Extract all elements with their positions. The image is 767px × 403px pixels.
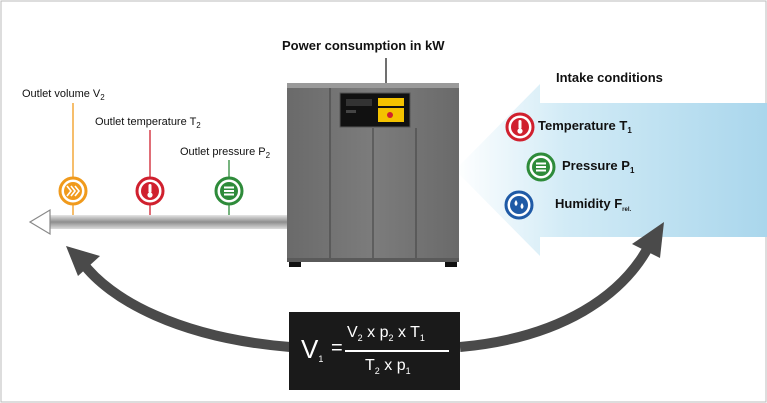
formula-box: V1 = V2 x p2 x T1 T2 x p1: [289, 312, 460, 390]
outlet-temperature-label: Outlet temperature T2: [95, 116, 201, 130]
formula-numerator: V2 x p2 x T1: [347, 324, 425, 343]
display-screen: [378, 98, 404, 106]
flow-icon: [60, 178, 86, 204]
thermometer-icon: [137, 178, 163, 204]
fraction-bar: [345, 350, 449, 352]
intake-conditions-heading: Intake conditions: [556, 70, 663, 85]
formula-lhs: V1: [301, 334, 323, 365]
intake-gauge-icon: [528, 154, 554, 180]
intake-thermometer-icon: [507, 114, 533, 140]
right-curved-arrow: [460, 240, 652, 347]
intake-temperature-label: Temperature T1: [538, 118, 632, 135]
intake-pressure-label: Pressure P1: [562, 158, 634, 175]
water-drops-icon: [506, 192, 532, 218]
formula-equals: =: [331, 337, 343, 360]
left-curved-arrow: [82, 262, 290, 347]
outlet-volume-label: Outlet volume V2: [22, 88, 105, 102]
power-consumption-label: Power consumption in kW: [282, 38, 445, 53]
formula-denominator: T2 x p1: [365, 357, 411, 376]
intake-humidity-label: Humidity Frel.: [555, 196, 631, 213]
outlet-pipe: [30, 210, 290, 234]
outlet-pressure-label: Outlet pressure P2: [180, 146, 270, 160]
compressor-cabinet: [287, 83, 459, 267]
gauge-icon: [216, 178, 242, 204]
